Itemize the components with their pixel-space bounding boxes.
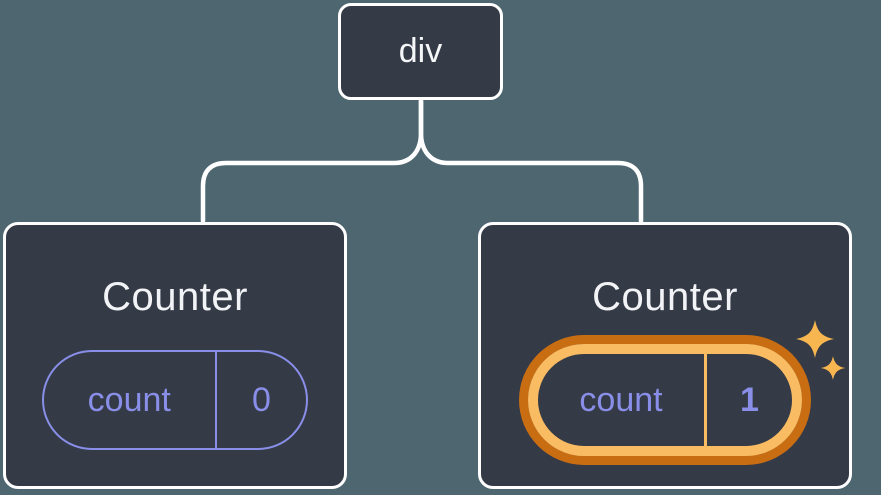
counter-card-title: Counter <box>102 275 248 319</box>
state-value: 0 <box>252 381 271 419</box>
state-key-label: count <box>579 381 663 419</box>
state-pill: count 0 <box>42 350 308 450</box>
counter-card-left: Counter count 0 <box>3 222 347 489</box>
root-node-label: div <box>398 31 443 70</box>
state-pill-divider <box>214 352 217 448</box>
connector-branch-left <box>200 98 424 224</box>
counter-card-title: Counter <box>592 275 738 319</box>
counter-card-right: Counter count 1 <box>478 222 852 489</box>
state-key-label: count <box>87 381 171 419</box>
state-pill-divider <box>704 354 707 446</box>
connector-branch-right <box>418 98 644 224</box>
root-node-div: div <box>338 3 503 100</box>
state-value: 1 <box>740 381 759 419</box>
state-pill-highlighted: count 1 <box>528 344 802 456</box>
